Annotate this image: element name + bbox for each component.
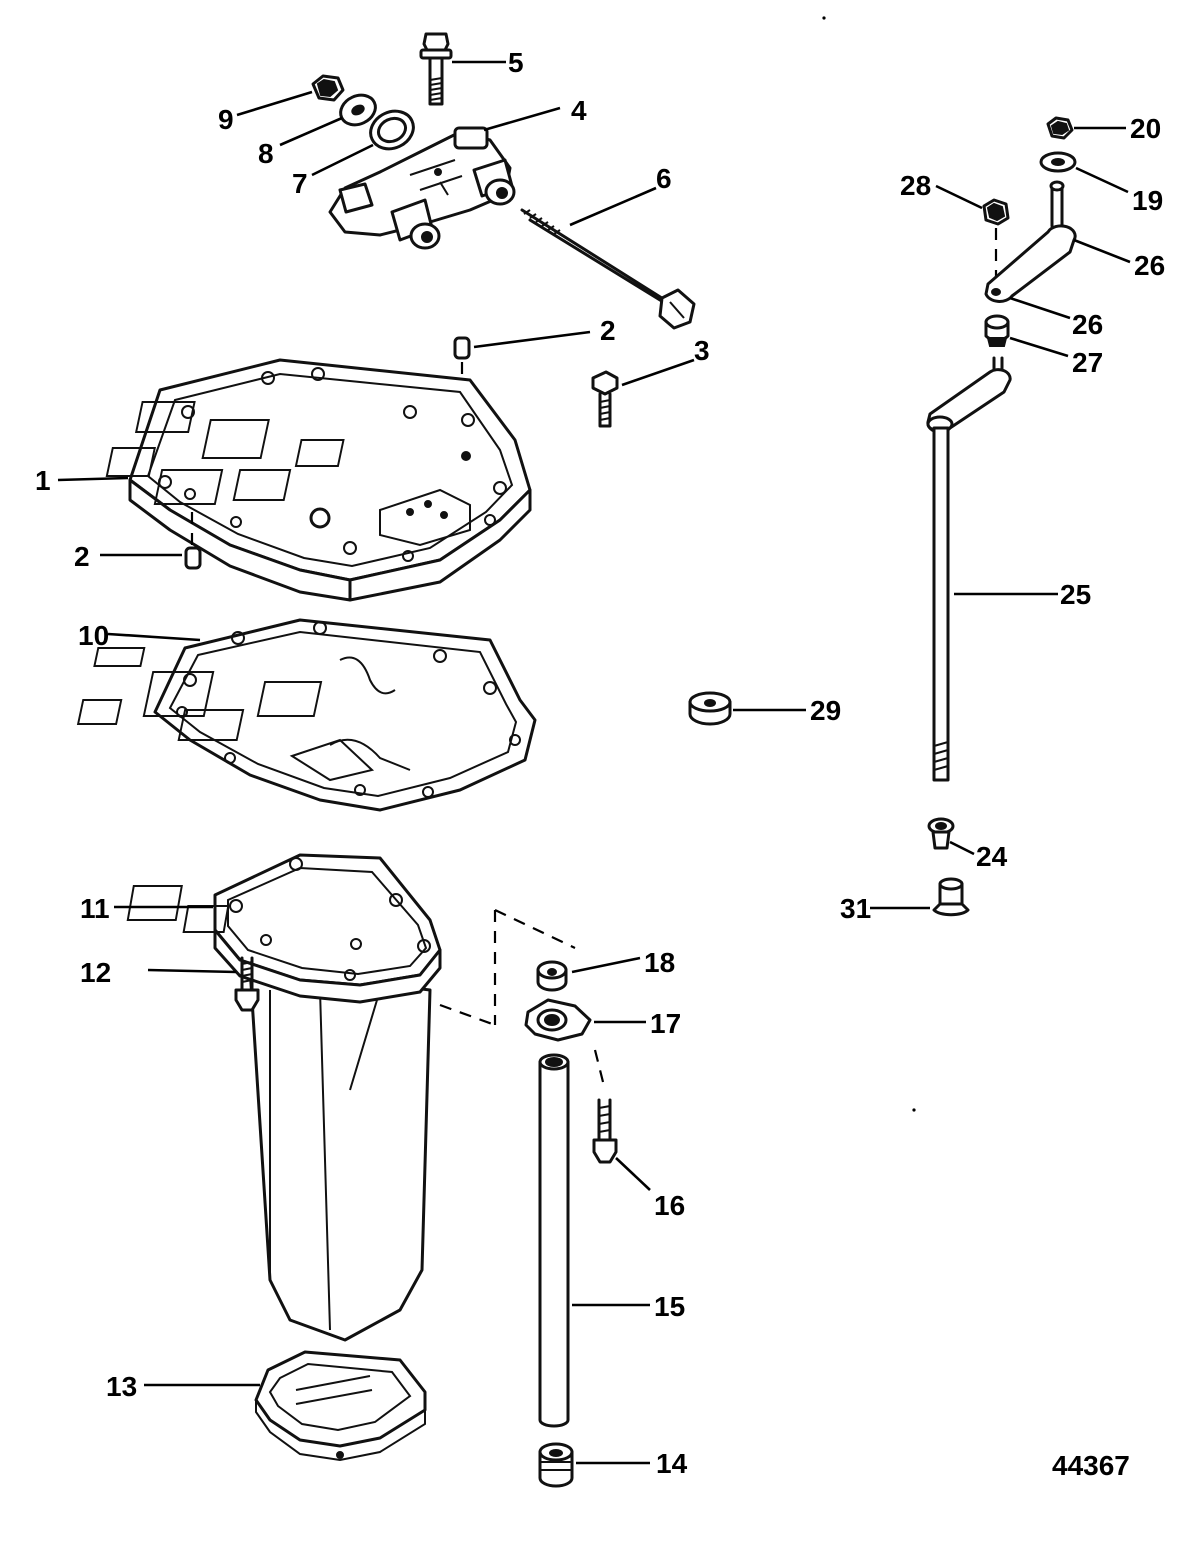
callout-28: 28: [900, 170, 931, 201]
part-12-screw: [234, 956, 260, 1012]
part-13-seal: [254, 1350, 427, 1462]
callout-9: 9: [218, 104, 234, 135]
callout-26-lower: 26: [1072, 309, 1103, 340]
callout-2-top: 2: [600, 315, 616, 346]
part-27-bushing: [984, 314, 1010, 347]
callout-15: 15: [654, 1291, 685, 1322]
part-26-upper-lever: [984, 180, 1077, 303]
part-8-washer: [339, 93, 377, 127]
callout-6: 6: [656, 163, 672, 194]
callout-27: 27: [1072, 347, 1103, 378]
part-25-shift-shaft: [926, 356, 1012, 782]
callout-29: 29: [810, 695, 841, 726]
callout-26-upper: 26: [1134, 250, 1165, 281]
part-19-washer: [1039, 151, 1077, 173]
part-3-screw: [591, 370, 619, 428]
part-31-bushing: [932, 877, 970, 917]
part-29-grommet: [688, 691, 732, 726]
part-2-dowel-pin-top: [453, 336, 471, 360]
callout-7: 7: [292, 168, 308, 199]
callout-25: 25: [1060, 579, 1091, 610]
part-4-bracket: [328, 126, 516, 250]
part-24-bushing: [927, 817, 955, 850]
callout-10: 10: [78, 620, 109, 651]
part-9-nut: [311, 74, 345, 102]
callout-19: 19: [1132, 185, 1163, 216]
callout-8: 8: [258, 138, 274, 169]
figure-number: 44367: [1052, 1450, 1130, 1481]
callout-14: 14: [656, 1448, 688, 1479]
callout-13: 13: [106, 1371, 137, 1402]
callout-4: 4: [571, 95, 587, 126]
callout-20: 20: [1130, 113, 1161, 144]
callout-12: 12: [80, 957, 111, 988]
callout-18: 18: [644, 947, 675, 978]
callout-2-bottom: 2: [74, 541, 90, 572]
callout-17: 17: [650, 1008, 681, 1039]
part-28-nut: [982, 198, 1010, 226]
part-11-driveshaft-housing: [126, 853, 442, 1342]
part-6-long-bolt: [520, 208, 696, 330]
part-17-water-tube-guide: [524, 998, 592, 1042]
part-15-water-tube: [538, 1053, 570, 1428]
part-10-gasket: [76, 618, 537, 812]
part-14-grommet: [538, 1442, 574, 1488]
part-7-seal: [369, 109, 415, 151]
callout-31: 31: [840, 893, 871, 924]
callout-1: 1: [35, 465, 51, 496]
callout-16: 16: [654, 1190, 685, 1221]
part-1-adapter-plate: [105, 358, 532, 602]
part-18-grommet: [536, 960, 568, 992]
part-16-screw: [592, 1098, 618, 1164]
callout-24: 24: [976, 841, 1008, 872]
callout-11: 11: [80, 893, 110, 924]
part-2-dowel-pin-bottom: [184, 546, 202, 570]
part-20-nut: [1046, 116, 1074, 140]
callout-5: 5: [508, 47, 524, 78]
part-5-bolt: [419, 32, 453, 106]
callout-3: 3: [694, 335, 710, 366]
